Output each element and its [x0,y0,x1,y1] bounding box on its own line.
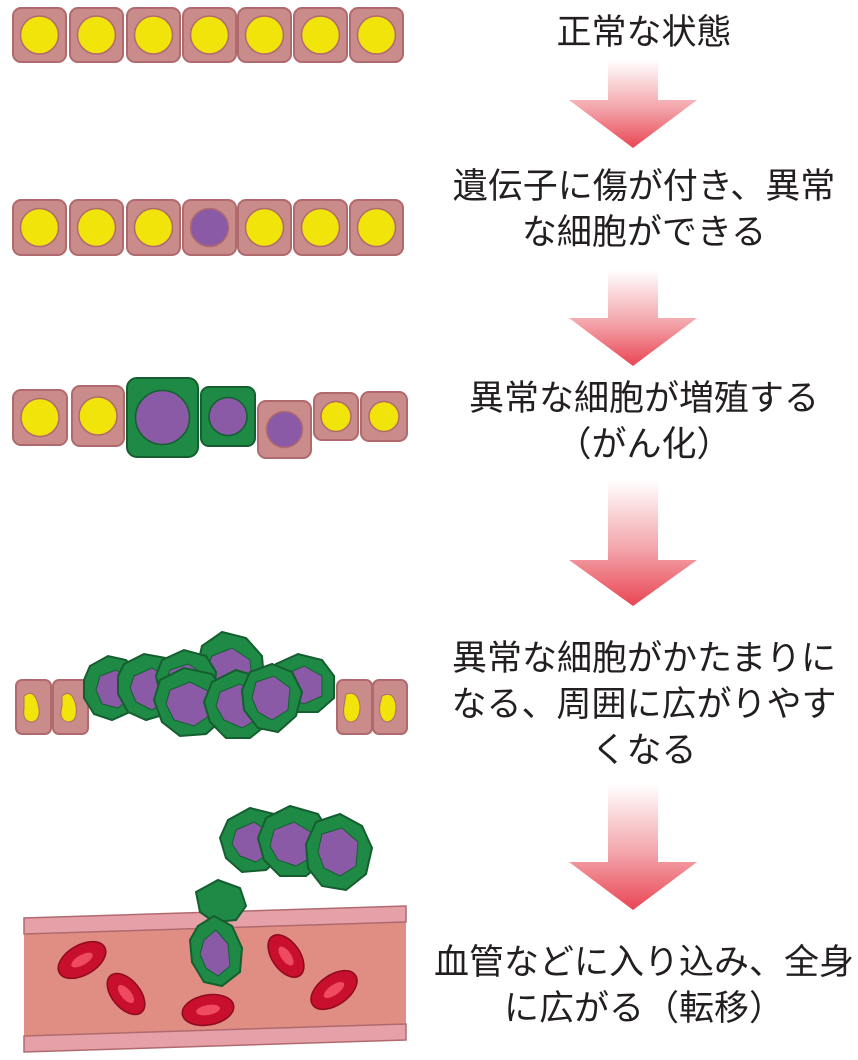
stage-5-label-line-1: 血管などに入り込み、全身 [433,943,854,983]
normal-cell [15,679,52,735]
stage-2-label-line-2: な細胞ができる [521,213,767,253]
stage-4-label-line-2: なる、周囲に広がりやす [451,685,837,725]
stage-4-label-line-3: くなる [591,731,697,771]
normal-cell [293,199,348,256]
red-blood-cell [106,972,146,1016]
normal-cell [12,7,67,63]
abnormal-cell [257,400,312,459]
stage-3-label-line-2: （がん化） [556,425,732,465]
red-blood-cell [57,940,107,980]
normal-cell [372,679,408,735]
arrow-down-2 [569,270,697,366]
cancer-cell [304,812,374,892]
normal-cell [12,389,68,446]
normal-cell [237,199,292,256]
normal-cell [349,7,404,63]
stage-1-normal-cells [12,7,404,63]
stage-4-label-line-1: 異常な細胞がかたまりに [452,639,836,679]
normal-cell [71,385,125,447]
cancer-cell [194,878,248,924]
normal-cell [12,199,67,256]
stage-3-label: 異常な細胞が増殖する （がん化） [430,376,858,468]
cancer-cell-invading [188,914,244,988]
stage-4-label: 異常な細胞がかたまりに なる、周囲に広がりやす くなる [430,636,858,774]
stage-1-label-line-1: 正常な状態 [556,13,732,53]
normal-cell [336,679,373,735]
stage-2-mutated-cells [12,199,404,256]
arrow-down-3 [569,480,697,606]
normal-cell [360,391,408,442]
stage-5-label-line-2: に広がる（転移） [503,989,784,1029]
stage-4-tumor-mass [15,630,408,739]
stage-3-proliferating-cells [12,377,408,459]
cancer-cell [240,662,304,734]
normal-cell [313,392,359,441]
arrow-down-4 [569,784,697,910]
arrow-down-1 [569,60,697,148]
abnormal-cell [182,199,237,256]
red-blood-cell [267,934,305,978]
red-blood-cell [310,969,358,1011]
stage-5-metastasis [23,804,407,1053]
stage-5-label: 血管などに入り込み、全身 に広がる（転移） [430,940,858,1032]
normal-cell [126,7,181,63]
cancer-cell [200,386,256,447]
normal-cell [126,199,181,256]
stage-2-label: 遺伝子に傷が付き、異常 な細胞ができる [430,164,858,256]
stage-2-label-line-1: 遺伝子に傷が付き、異常 [452,167,836,207]
cancer-cell [126,377,199,458]
normal-cell [69,7,124,63]
normal-cell [349,199,404,256]
normal-cell [69,199,124,256]
stage-1-label: 正常な状態 [430,10,858,56]
normal-cell [293,7,348,63]
normal-cell [52,679,89,735]
cancer-cell [152,666,228,738]
normal-cell [182,7,237,63]
stage-3-label-line-1: 異常な細胞が増殖する [468,379,819,419]
normal-cell [237,7,292,63]
red-blood-cell [181,993,235,1027]
